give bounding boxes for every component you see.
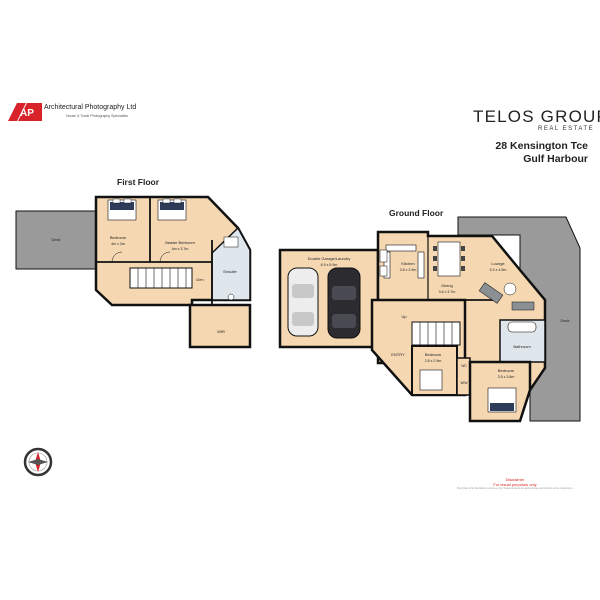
wir-room — [188, 303, 252, 349]
ground-floor-plan: Double Garage/Laundry 6.9 x 5.9m Kitchen… — [278, 216, 581, 423]
kitchen-counter — [417, 251, 425, 279]
photographer-tagline: House & Trade Photography Specialists — [66, 114, 128, 118]
bedroom2-dim: 3.5 x 3.8m — [498, 375, 515, 379]
first-floor-label: First Floor — [117, 177, 160, 187]
agency-logo: TELOS GROUP — [473, 107, 600, 126]
bathroom-label: Bathroom — [513, 344, 531, 349]
shower-icon — [223, 236, 239, 248]
bedroom1-dim: 2.8 x 2.9m — [425, 359, 442, 363]
wc-label: WC — [461, 364, 467, 368]
compass-icon — [23, 447, 53, 477]
first-floor-plan: Deck Bedroom 4m x 3m Master Bedroom 4m x… — [15, 195, 252, 349]
disclaimer-line1: For visual purposes only — [493, 482, 537, 487]
car-dark-icon — [327, 267, 361, 339]
bedroom2-label: Bedroom — [498, 368, 515, 373]
first-stair — [129, 267, 193, 289]
garage-dim: 6.9 x 5.9m — [321, 263, 338, 267]
master-bedroom-label: Master Bedroom — [165, 240, 195, 245]
master-bedroom-dim: 4m x 3.7m — [172, 247, 189, 251]
agency-subtitle: REAL ESTATE — [538, 126, 595, 132]
kitchen-label: Kitchen — [401, 261, 414, 266]
photographer-name: Architectural Photography Ltd — [44, 104, 137, 111]
lounge-dim: 5.3 x 4.5m — [490, 268, 507, 272]
up-label: Up — [401, 314, 407, 319]
ground-floor-label: Ground Floor — [389, 208, 444, 218]
disclaimer: Disclaimer For visual purposes only Floo… — [440, 477, 590, 490]
door-arc-icon — [111, 251, 123, 263]
disclaimer-line2: Floor plan is for illustrative purposes … — [456, 487, 574, 490]
first-deck — [15, 210, 97, 270]
garage-label: Double Garage/Laundry — [308, 256, 351, 261]
dining-table-icon — [433, 241, 465, 277]
bedroom1-label: Bedroom — [425, 352, 442, 357]
dining-label: Dining — [441, 283, 452, 288]
den-label: Den — [196, 277, 203, 282]
lounge-label: Lounge — [491, 261, 505, 266]
kitchen-dim: 3.8 x 2.9m — [400, 268, 417, 272]
laundry-icon — [379, 265, 388, 277]
bed-icon — [157, 198, 187, 221]
bath-icon — [507, 321, 537, 333]
address-line-1: 28 Kensington Tce — [495, 140, 588, 152]
bed-icon — [107, 198, 137, 221]
disclaimer-title: Disclaimer — [505, 477, 525, 482]
kitchen-bench — [385, 244, 417, 252]
entry-label: ENTRY — [391, 352, 405, 357]
address-line-2: Gulf Harbour — [523, 153, 588, 165]
bed-icon — [487, 387, 517, 413]
ground-stair — [411, 321, 461, 346]
wiw-label: WIW — [461, 381, 468, 385]
dining-dim: 3.6 x 3.7m — [439, 290, 456, 294]
logo-letters: AP — [20, 108, 34, 119]
door-arc-icon — [159, 251, 171, 263]
ground-deck-label: Deck — [560, 318, 569, 323]
bedroom-dim: 4m x 3m — [111, 242, 125, 246]
architectural-photography-logo-icon: AP — [8, 103, 42, 121]
wir-label: WIR — [217, 329, 225, 334]
sofa-icon — [478, 282, 535, 311]
laundry-icon — [379, 249, 388, 263]
toilet-icon — [227, 293, 235, 301]
bed-icon — [419, 369, 443, 391]
ensuite-label: Ensuite — [223, 269, 237, 274]
bedroom-label: Bedroom — [110, 235, 127, 240]
first-deck-label: Deck — [51, 237, 60, 242]
car-light-icon — [287, 267, 319, 337]
